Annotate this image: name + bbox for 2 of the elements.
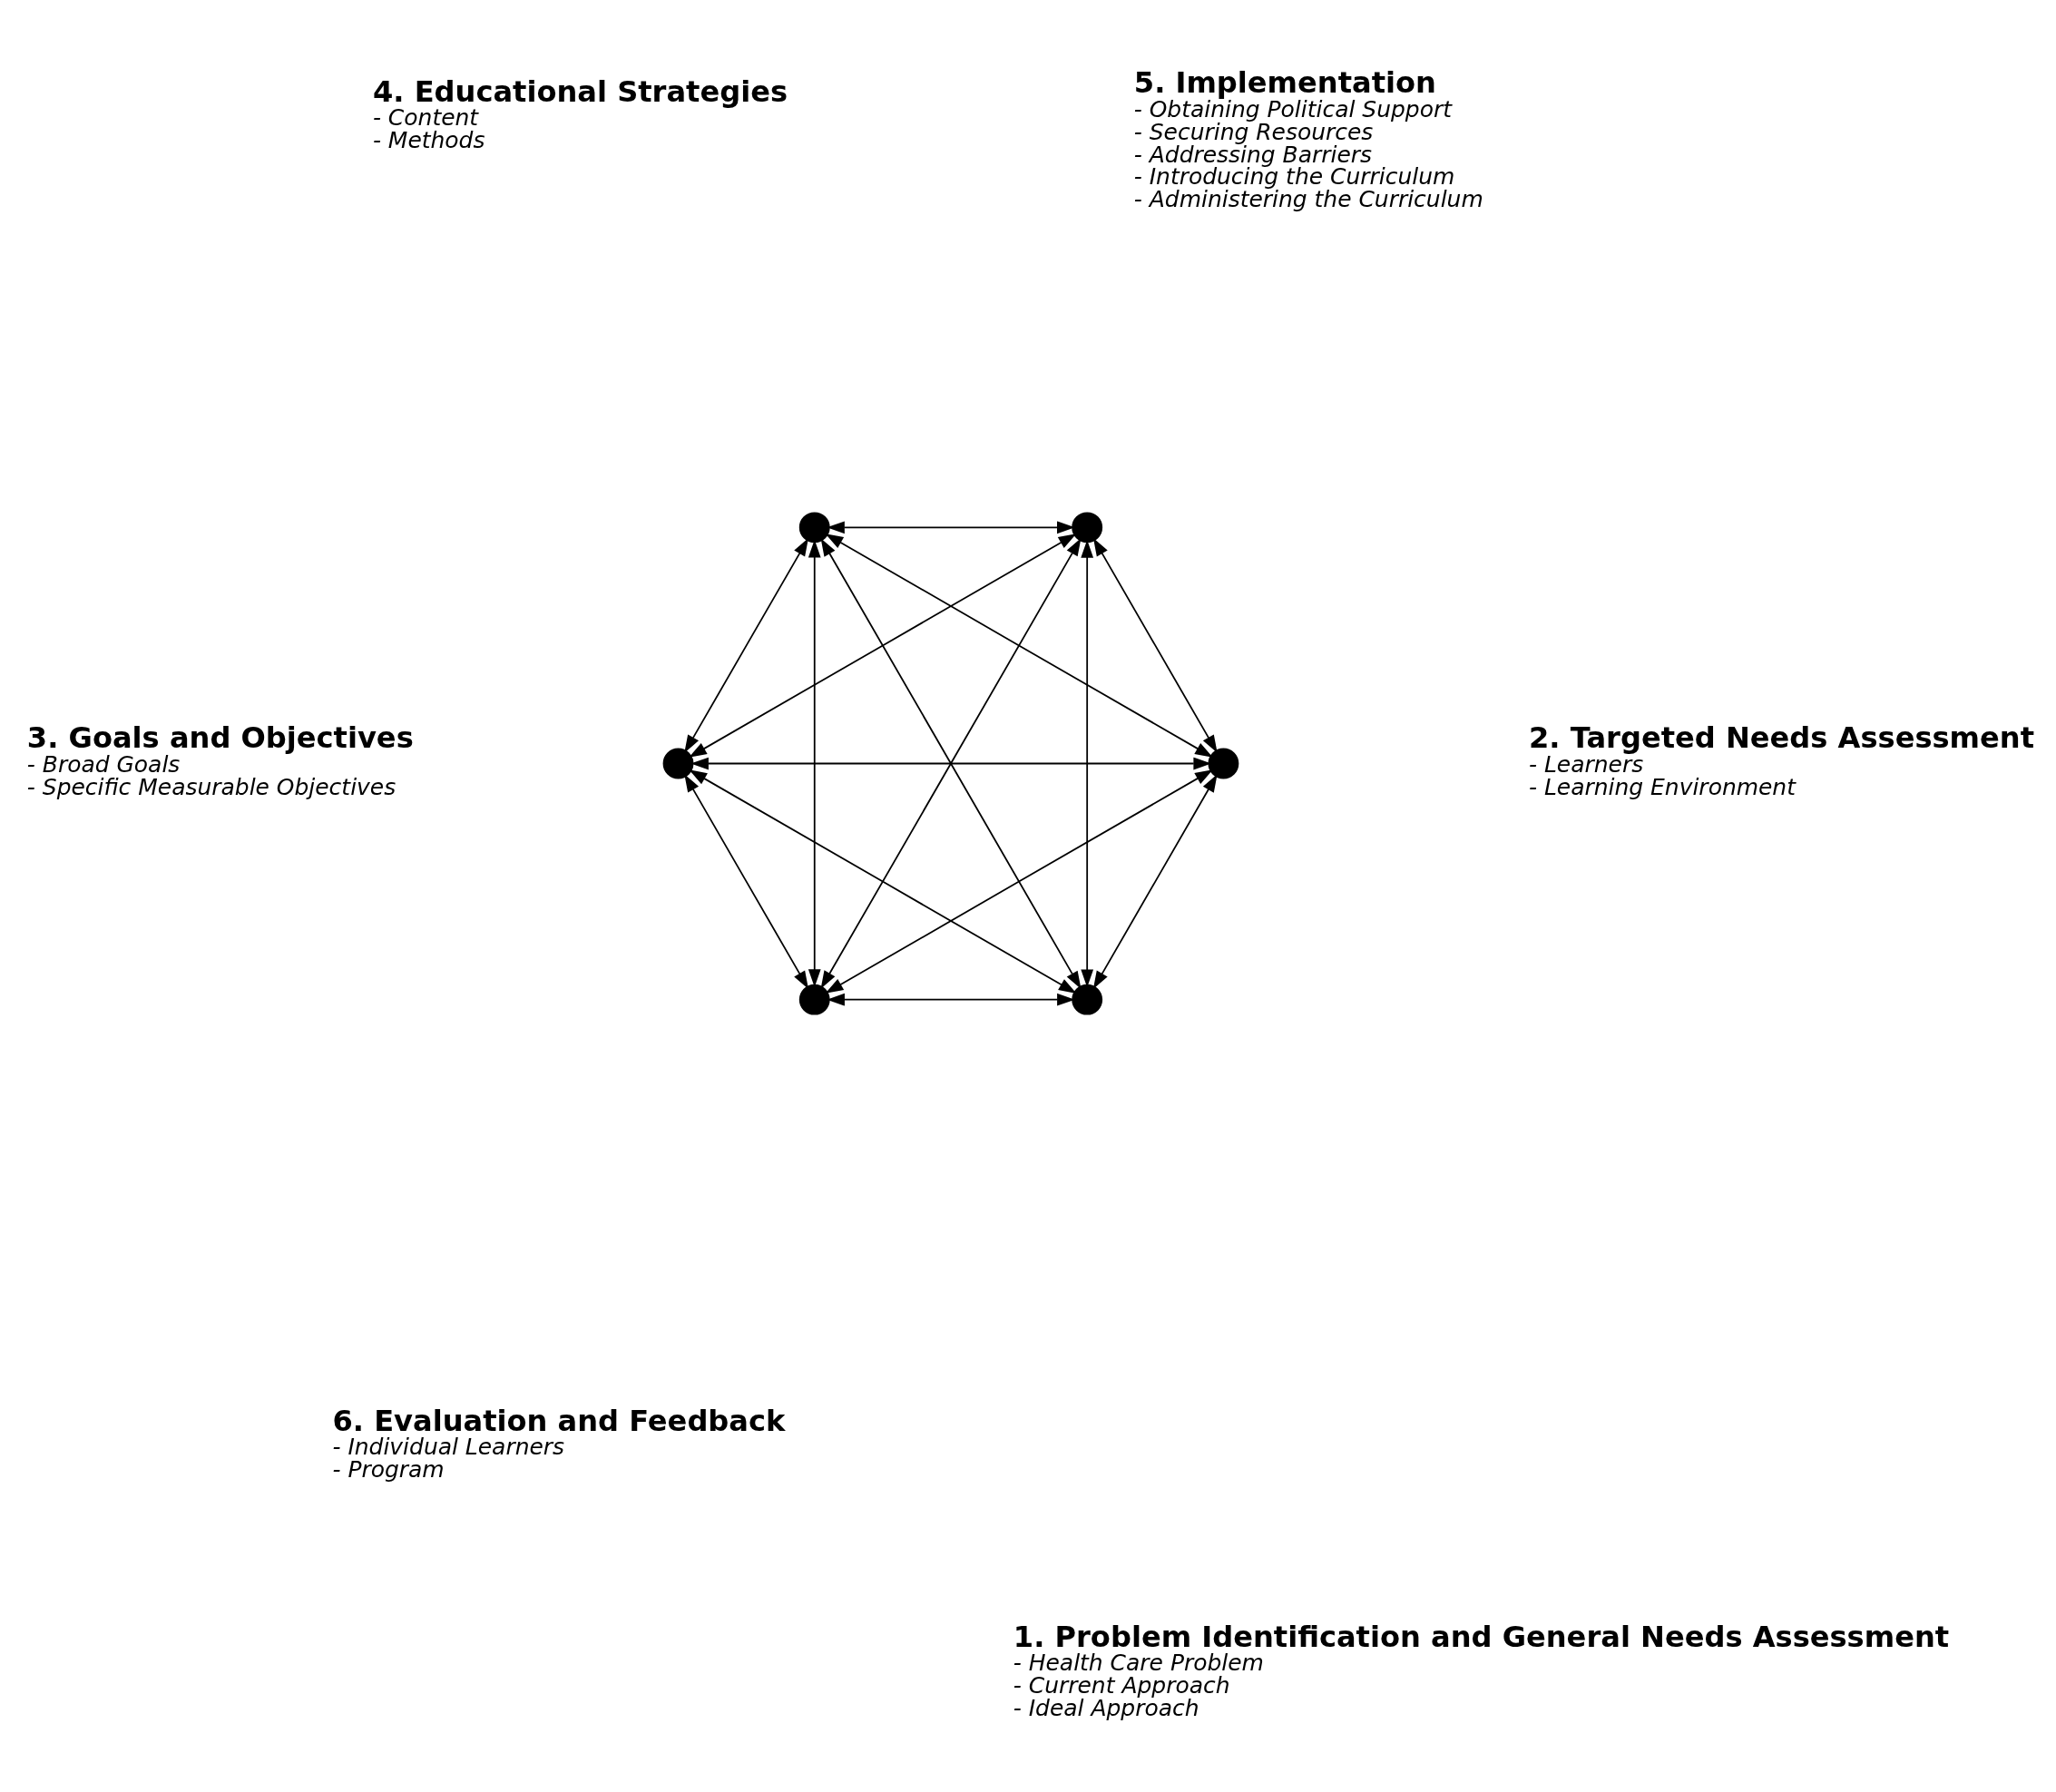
node-label: - Learning Environment <box>1529 773 1796 800</box>
node-label: 5. Implementation <box>1133 64 1436 100</box>
